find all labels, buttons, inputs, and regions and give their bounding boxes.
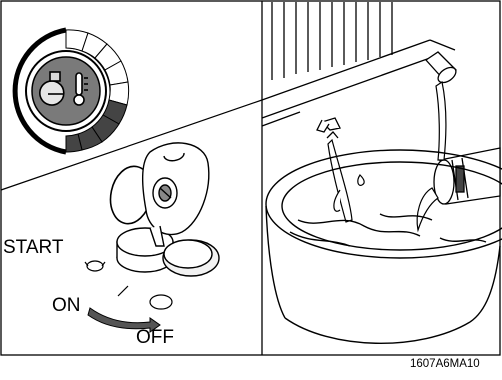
drain-plug-icon xyxy=(425,51,457,84)
water-bucket-icon xyxy=(265,149,502,344)
turn-arrow xyxy=(87,307,161,333)
on-label: ON xyxy=(52,295,81,316)
radiator-icon xyxy=(261,2,456,127)
figure-code: 1607A6MA10 xyxy=(410,358,480,370)
off-label: OFF xyxy=(136,327,174,348)
drain-cock-icon xyxy=(316,117,341,139)
key-position-markers xyxy=(84,260,173,310)
dash-edge xyxy=(0,99,263,191)
ignition-key-icon xyxy=(109,142,220,277)
start-label: START xyxy=(3,237,64,258)
coolant-temperature-gauge-icon xyxy=(12,27,130,155)
coolant-stream xyxy=(327,81,447,233)
